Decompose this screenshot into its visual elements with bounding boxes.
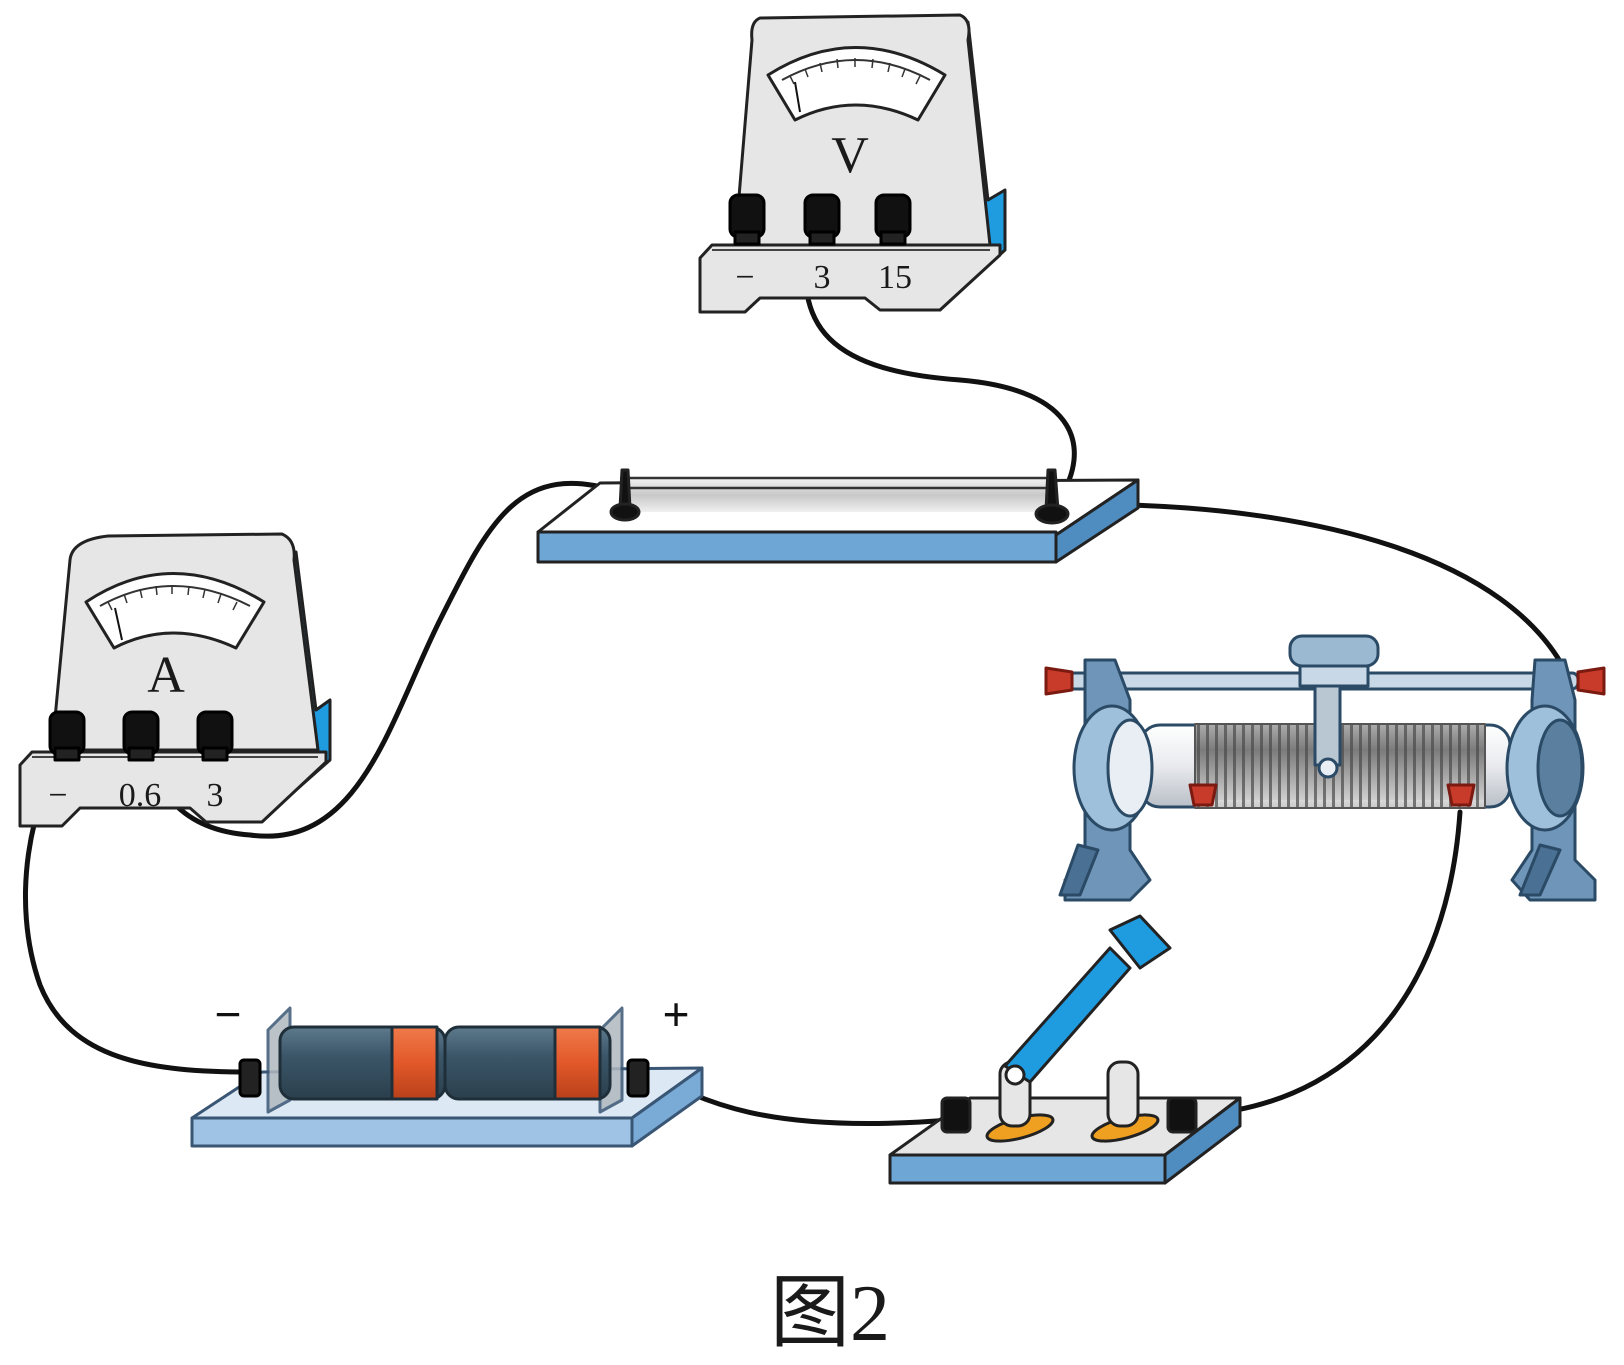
ammeter-terminal-0-6: 0.6 — [119, 777, 162, 814]
ammeter-terminal-3: 3 — [207, 777, 224, 814]
voltmeter-terminal-3: 3 — [814, 259, 831, 296]
voltmeter-terminal-minus: − — [735, 259, 754, 296]
battery-positive-label: + — [663, 988, 690, 1040]
ammeter-symbol: A — [147, 647, 185, 704]
wire-resistor-to-rheostat — [1127, 502, 1573, 683]
battery-icon — [190, 1006, 704, 1148]
resistance-wire-icon — [536, 468, 1140, 564]
rheostat-icon — [1044, 634, 1606, 902]
wire-rheostat-to-switch — [1197, 809, 1463, 1118]
switch-icon — [888, 914, 1242, 1185]
wire-resistor-to-ammeter — [137, 480, 623, 839]
ammeter-icon — [18, 532, 332, 828]
voltmeter-symbol: V — [831, 127, 869, 184]
voltmeter-terminal-15: 15 — [878, 259, 912, 296]
battery-negative-label: − — [215, 988, 242, 1040]
voltmeter-icon — [698, 13, 1007, 314]
figure-caption: 图2 — [770, 1270, 890, 1358]
ammeter-terminal-minus: − — [48, 777, 67, 814]
